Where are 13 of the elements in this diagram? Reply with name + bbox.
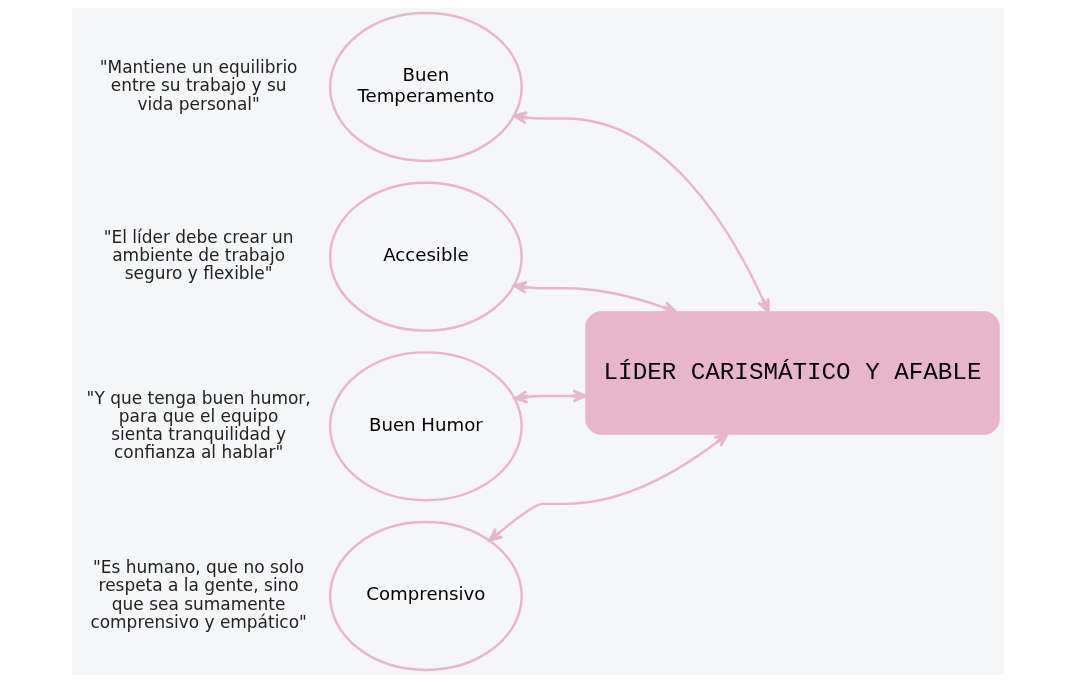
node-label: "Y que tenga buen humor, para que el equipo sienta tranquilidad y confianza al hablar" [86, 387, 311, 463]
node-label: "El líder debe crear un ambiente de trabajo seguro y flexible" [103, 226, 294, 284]
node-ellipse: Buen Humor [328, 351, 523, 502]
arrow [512, 111, 770, 313]
node-ellipse: Buen Temperamento [328, 11, 523, 163]
arrow [513, 389, 587, 404]
node-ellipse: Comprensivo [328, 520, 523, 672]
arrow [512, 280, 677, 314]
node-label: "Es humano, que no solo respeta a la gente, sino que sea sumamente comprensivo y empático" [89, 557, 307, 632]
arrow [487, 433, 728, 542]
node-ellipse: Accesible [328, 181, 523, 332]
node-label: "Mantiene un equilibrio entre su trabajo y su vida personal" [99, 57, 297, 114]
node-box: LÍDER CARISMÁTICO Y AFABLE [584, 311, 1000, 435]
